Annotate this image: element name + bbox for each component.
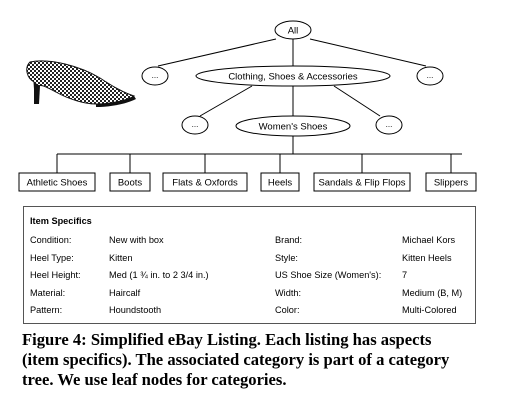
tree-leaf-sandals-flip-flops: Sandals & Flip Flops: [313, 172, 411, 192]
spec-value: 7: [402, 270, 408, 280]
spec-label: Material:: [30, 288, 66, 298]
tree-node-level1-left: ...: [141, 66, 169, 86]
tree-leaf-flats-oxfords: Flats & Oxfords: [162, 172, 248, 192]
spec-label: Heel Type:: [30, 253, 74, 263]
spec-label: Color:: [275, 305, 300, 315]
spec-value: Medium (B, M): [402, 288, 463, 298]
svg-text:Clothing, Shoes & Accessories: Clothing, Shoes & Accessories: [228, 72, 358, 83]
tree-node-root: All: [274, 20, 312, 40]
tree-leaf-boots: Boots: [109, 172, 151, 192]
spec-label: Brand:: [275, 235, 303, 245]
item-specifics-panel: Item Specifics Condition: New with box B…: [23, 206, 476, 324]
spec-label: US Shoe Size (Women's):: [275, 270, 382, 280]
svg-text:Sandals & Flip Flops: Sandals & Flip Flops: [318, 178, 405, 189]
spec-label: Style:: [275, 253, 298, 263]
spec-label: Condition:: [30, 235, 72, 245]
caption-line: tree. We use leaf nodes for categories.: [22, 370, 287, 389]
svg-text:...: ...: [192, 120, 199, 129]
tree-node-level2-main: Women's Shoes: [235, 115, 351, 137]
spec-value: Kitten: [109, 253, 133, 263]
spec-value: New with box: [109, 235, 164, 245]
spec-value: Michael Kors: [402, 235, 456, 245]
svg-text:...: ...: [427, 71, 434, 80]
spec-value: Multi-Colored: [402, 305, 457, 315]
shoe-image: [26, 60, 136, 107]
svg-text:Boots: Boots: [118, 178, 143, 189]
svg-text:Flats & Oxfords: Flats & Oxfords: [172, 178, 238, 189]
tree-node-level2-left: ...: [181, 115, 209, 135]
spec-value: Houndstooth: [109, 305, 162, 315]
svg-text:Athletic Shoes: Athletic Shoes: [27, 178, 88, 189]
category-tree: All ... Clothing, Shoes & Accessories ..…: [18, 20, 477, 192]
svg-text:All: All: [288, 26, 299, 37]
item-specifics-title: Item Specifics: [30, 216, 92, 226]
tree-leaf-slippers: Slippers: [425, 172, 477, 192]
svg-text:...: ...: [386, 120, 393, 129]
spec-value: Med (1 ¾ in. to 2 3/4 in.): [109, 270, 209, 280]
caption-line: (item specifics). The associated categor…: [22, 350, 450, 369]
spec-label: Width:: [275, 288, 302, 298]
tree-leaf-heels: Heels: [260, 172, 300, 192]
figure-caption: Figure 4: Simplified eBay Listing. Each …: [22, 330, 492, 390]
tree-connectors: [56, 38, 462, 173]
spec-value: Kitten Heels: [402, 253, 452, 263]
caption-line: Figure 4: Simplified eBay Listing. Each …: [22, 330, 432, 349]
svg-text:...: ...: [152, 71, 159, 80]
spec-value: Haircalf: [109, 288, 141, 298]
svg-text:Slippers: Slippers: [434, 178, 469, 189]
spec-label: Heel Height:: [30, 270, 81, 280]
tree-node-level1-right: ...: [416, 66, 444, 86]
spec-label: Pattern:: [30, 305, 63, 315]
tree-node-level1-main: Clothing, Shoes & Accessories: [195, 65, 391, 87]
svg-text:Women's Shoes: Women's Shoes: [259, 122, 328, 133]
svg-text:Heels: Heels: [268, 178, 293, 189]
tree-node-level2-right: ...: [375, 115, 403, 135]
tree-leaf-athletic-shoes: Athletic Shoes: [18, 172, 96, 192]
